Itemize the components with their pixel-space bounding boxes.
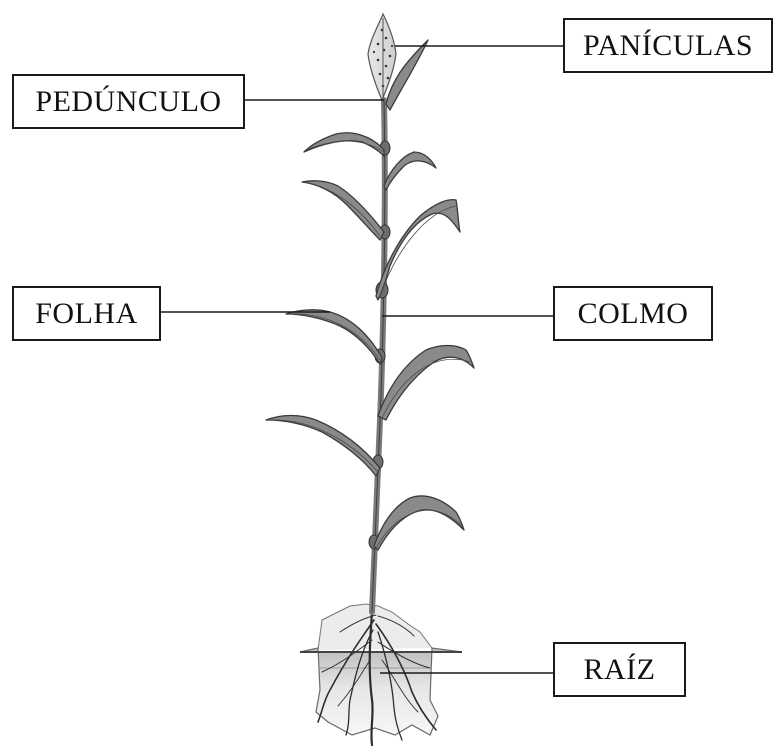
label-paniculas-text: PANÍCULAS (583, 29, 753, 63)
label-raiz: RAÍZ (553, 642, 686, 697)
label-folha: FOLHA (12, 286, 161, 341)
label-folha-text: FOLHA (35, 297, 138, 331)
soil-block (300, 604, 462, 735)
label-colmo-text: COLMO (578, 297, 689, 331)
label-colmo: COLMO (553, 286, 713, 341)
label-peduncle: PEDÚNCULO (12, 74, 245, 129)
label-paniculas: PANÍCULAS (563, 18, 773, 73)
leaves (266, 40, 474, 550)
label-peduncle-text: PEDÚNCULO (35, 85, 221, 119)
label-raiz-text: RAÍZ (584, 653, 656, 687)
